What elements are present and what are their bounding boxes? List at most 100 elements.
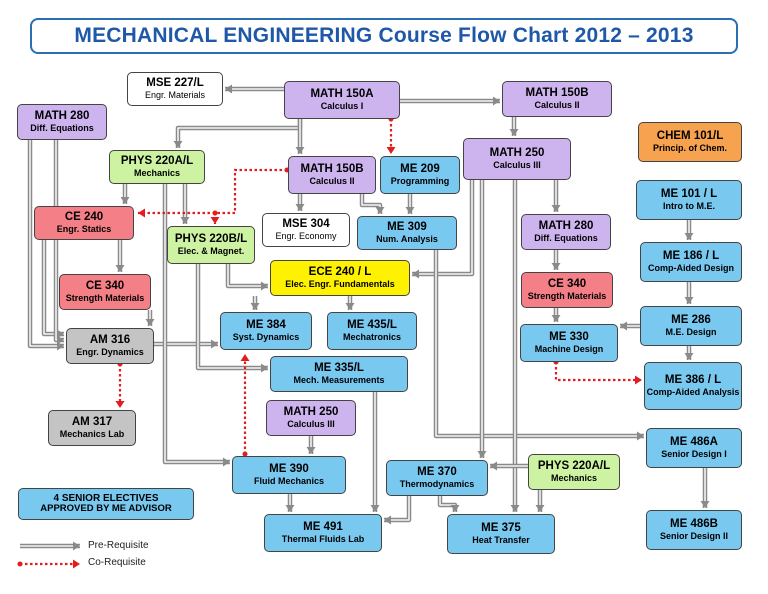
prereq-phys220a-me370-head	[490, 461, 497, 471]
prereq-phys220a-me375-head	[535, 505, 545, 512]
course-code: AM 317	[71, 416, 113, 429]
prereq-me309-me486a-head	[637, 431, 644, 441]
course-name: Comp-Aided Design	[647, 263, 734, 274]
prereq-math280-am316-b	[53, 140, 64, 343]
course-name: Mechanics	[550, 473, 598, 484]
prereq-math250-me370-head	[477, 451, 487, 458]
course-code: MATH 280	[538, 220, 594, 233]
prereq-math150a-mse227-head	[225, 84, 232, 94]
prereq-phys220b-ece240-head	[261, 281, 268, 291]
prereq-math280-am316-core	[29, 140, 64, 347]
course-name: Num. Analysis	[376, 234, 438, 245]
prereq-me101-me186-head	[684, 233, 694, 240]
prereq-ce240-am316-head	[57, 329, 64, 339]
coreq-me390-me384-head	[240, 354, 250, 361]
course-name: Senior Design I	[661, 449, 727, 460]
course-name: Elec. & Magnet.	[177, 246, 245, 257]
prereq-ce340-am316-head	[145, 319, 155, 326]
course-name: Heat Transfer	[472, 535, 530, 546]
prereq-math280-am316-head	[57, 341, 64, 351]
prereq-ece240-me384-head	[250, 303, 260, 310]
course-name: Mechatronics	[342, 332, 402, 343]
course-name: Syst. Dynamics	[232, 332, 300, 343]
prereq-math250-ece240-head	[412, 269, 419, 279]
coreq-me330-me386	[554, 362, 642, 382]
prereq-me286-me386-head	[684, 353, 694, 360]
legend-coreq-arrow-head	[73, 559, 80, 569]
course-code: MATH 150A	[310, 88, 374, 101]
prereq-math150a-math150b-mid-head	[295, 147, 305, 154]
prereq-me370-me375-head	[450, 505, 460, 512]
prereq-math150b-me309-head	[375, 207, 385, 214]
coreq-me330-me386-head	[635, 375, 642, 385]
course-name: Mech. Measurements	[293, 375, 385, 386]
course-name: Senior Design II	[659, 531, 728, 542]
course-name: Calculus II	[309, 176, 355, 187]
course-code: ME 101 / L	[660, 188, 718, 201]
course-name: Diff. Equations	[534, 233, 598, 244]
prereq-math150b-math250-head	[509, 129, 519, 136]
prereq-me390-me491-head	[285, 505, 295, 512]
course-code: ME 286	[671, 314, 711, 327]
course-code: ME 486B	[670, 518, 718, 531]
chart-title: MECHANICAL ENGINEERING Course Flow Chart…	[74, 24, 694, 47]
course-name: Programming	[390, 176, 450, 187]
prereq-math150b-me309	[359, 194, 383, 214]
course-code: ME 386 / L	[664, 374, 722, 387]
course-name: Diff. Equations	[30, 123, 94, 134]
coreq-math150b-ce240-dot	[212, 210, 218, 216]
prereq-math150b-mse304-head	[295, 204, 305, 211]
course-code: MSE 227/L	[146, 77, 204, 90]
prereq-am316-me384-head	[211, 339, 218, 349]
course-code: MATH 250	[283, 406, 339, 419]
course-code: PHYS 220A/L	[537, 460, 611, 473]
prereq-me309-me486a-core	[435, 250, 644, 437]
prereq-phys220a-ce240-head	[120, 197, 130, 204]
course-name: Thermal Fluids Lab	[281, 534, 365, 545]
course-name: Calculus II	[534, 100, 580, 111]
prereq-math150a-phys220a-head	[173, 141, 183, 148]
course-name: Calculus III	[493, 160, 541, 171]
electives-line-2: APPROVED BY ME ADVISOR	[40, 503, 172, 515]
course-name: Machine Design	[534, 344, 604, 355]
prereq-phys220b-me335-head	[261, 363, 268, 373]
course-name: Strength Materials	[527, 291, 607, 302]
course-code: MATH 250	[489, 147, 545, 160]
course-code: PHYS 220B/L	[174, 233, 248, 246]
course-name: Engr. Dynamics	[76, 347, 144, 358]
course-code: CHEM 101/L	[656, 130, 724, 143]
course-name: Thermodynamics	[399, 479, 475, 490]
prereq-math150a-math150b-head	[493, 96, 500, 106]
prereq-me186-me286-head	[684, 297, 694, 304]
coreq-math150b-phys220b-head	[210, 217, 220, 224]
course-code: ME 390	[269, 463, 309, 476]
course-name: Engr. Economy	[275, 231, 337, 242]
coreq-am316-am317-head	[115, 401, 125, 408]
course-code: AM 316	[89, 334, 131, 347]
course-name: Fluid Mechanics	[253, 476, 324, 487]
course-code: CE 340	[85, 280, 125, 293]
course-code: ECE 240 / L	[308, 266, 372, 279]
course-name: M.E. Design	[665, 327, 717, 338]
course-code: ME 209	[400, 163, 440, 176]
course-code: MATH 280	[34, 110, 90, 123]
